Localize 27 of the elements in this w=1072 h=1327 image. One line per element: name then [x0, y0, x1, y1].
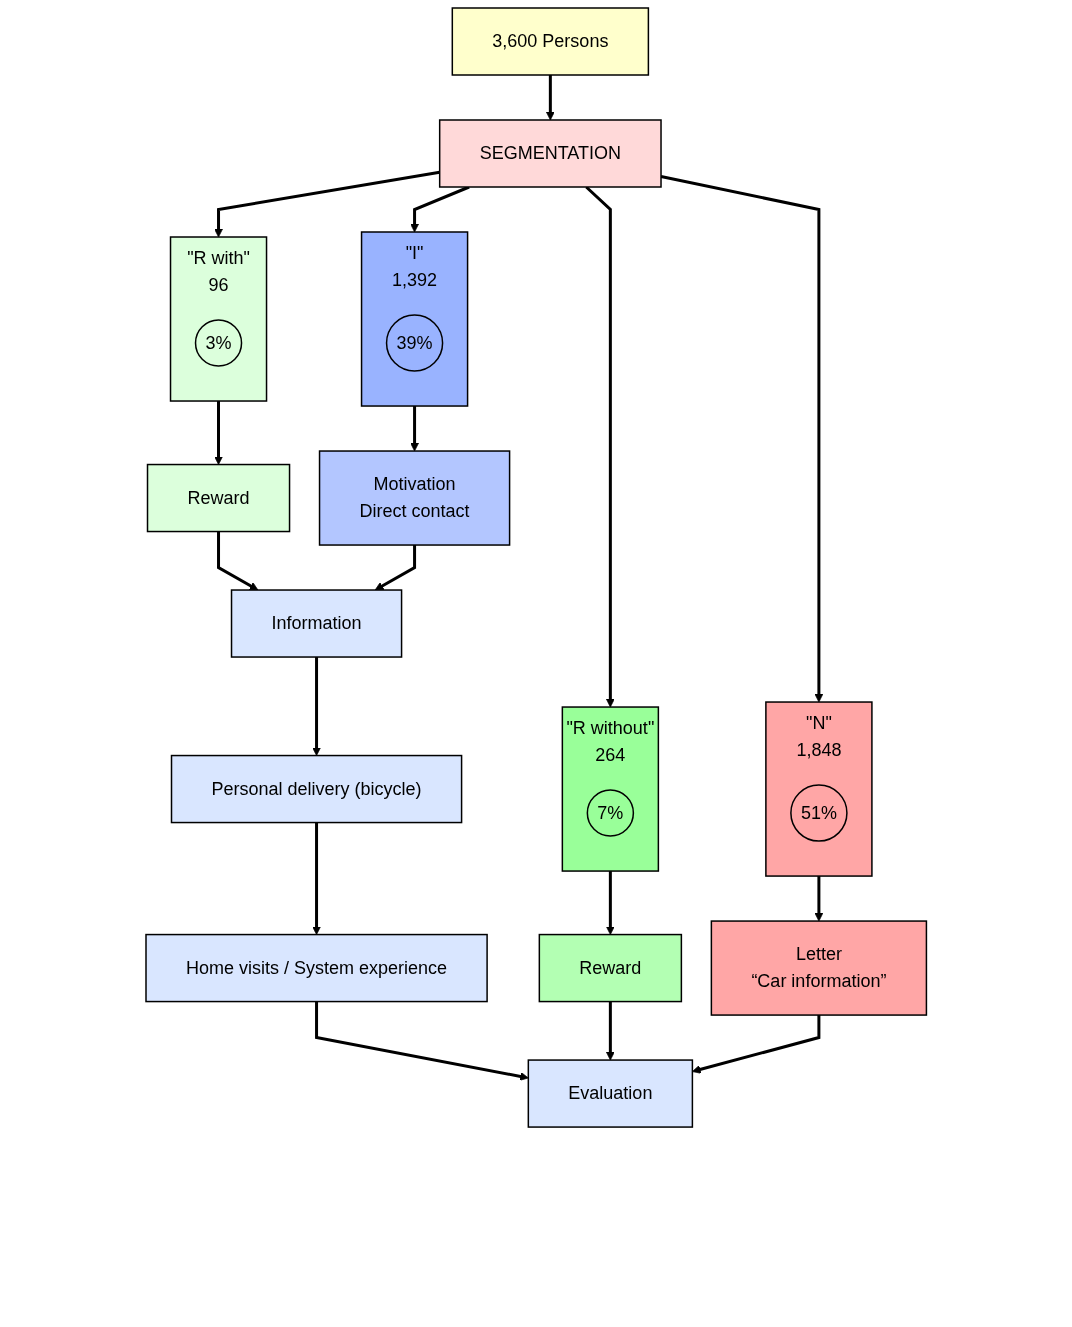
- node-box: Reward: [146, 463, 291, 533]
- node-box: 3,600 Persons: [451, 7, 649, 76]
- arrow: [545, 75, 555, 121]
- arrow: [814, 876, 824, 922]
- node-circle: 3%: [194, 319, 243, 367]
- node-circle: 39%: [385, 314, 444, 372]
- arrow: [216, 531, 259, 591]
- arrow: [314, 1001, 529, 1081]
- arrow: [605, 871, 615, 935]
- arrow: [409, 406, 419, 452]
- arrow: [311, 822, 321, 935]
- node-box: Reward: [538, 933, 682, 1003]
- node-box: Information: [230, 589, 403, 658]
- node-circle: 7%: [586, 789, 634, 837]
- node-box: Personal delivery (bicycle): [170, 754, 463, 824]
- node-box: Motivation Direct contact: [318, 450, 511, 546]
- arrow: [660, 175, 824, 703]
- node-circle: 51%: [789, 784, 848, 842]
- node-box: Home visits / System experience: [145, 933, 488, 1003]
- arrow: [605, 1001, 615, 1061]
- arrow: [311, 657, 321, 756]
- arrow: [374, 545, 416, 591]
- arrow: [213, 170, 440, 238]
- node-box: Evaluation: [527, 1059, 693, 1128]
- node-box: Letter “Car information”: [710, 920, 927, 1016]
- node-box: SEGMENTATION: [438, 119, 662, 188]
- arrow: [213, 401, 223, 465]
